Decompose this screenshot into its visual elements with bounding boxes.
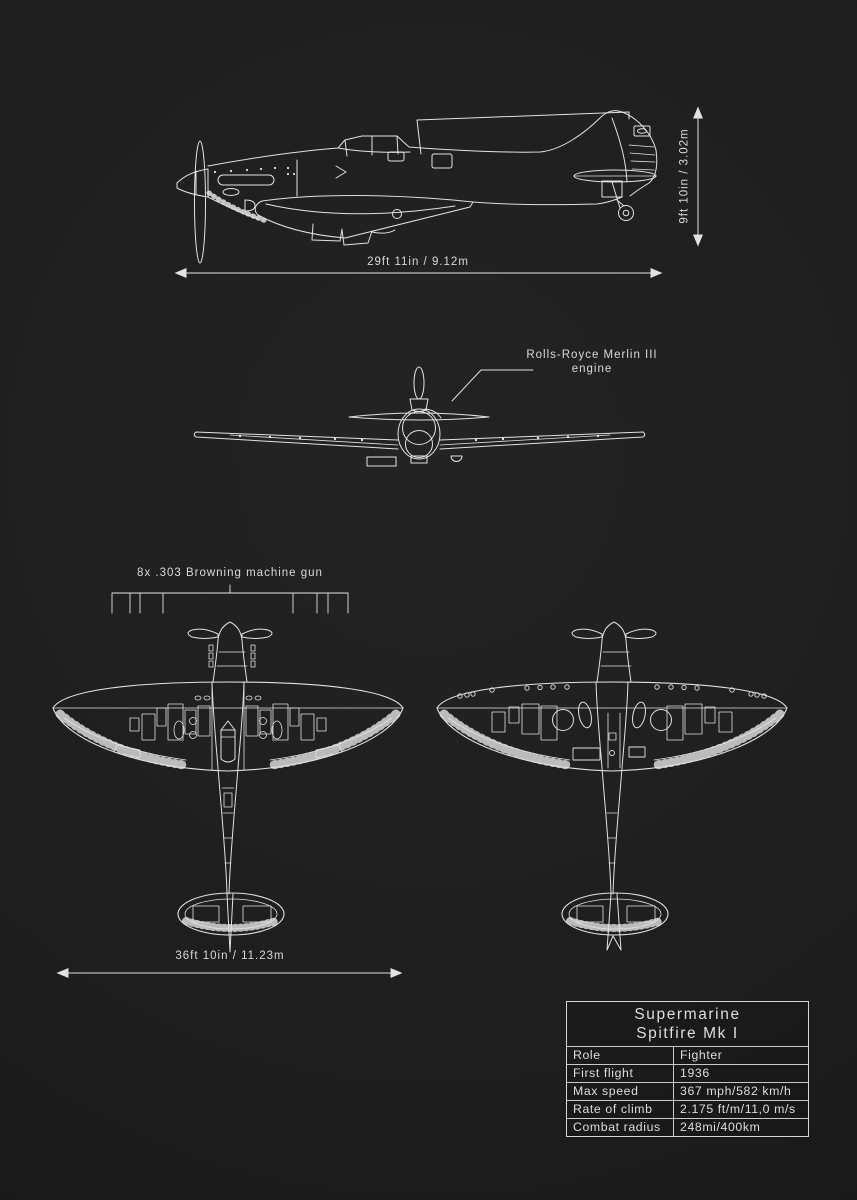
spec-label: Combat radius [573, 1119, 661, 1134]
engine-annotation-line1: Rolls-Royce Merlin III [526, 349, 658, 361]
front-view-drawing [193, 366, 646, 467]
gun-bracket [111, 584, 349, 614]
spec-table: Supermarine Spitfire Mk I Role Fighter F… [566, 1001, 809, 1137]
height-dimension-label: 9ft 10in / 3.02m [678, 128, 691, 224]
spec-row-rate-of-climb: Rate of climb 2.175 ft/m/11,0 m/s [567, 1100, 808, 1118]
guns-annotation: 8x .303 Browning machine gun [137, 567, 323, 579]
spec-table-title: Supermarine Spitfire Mk I [567, 1002, 808, 1046]
spec-value: 367 mph/582 km/h [673, 1083, 808, 1100]
spec-row-role: Role Fighter [567, 1046, 808, 1064]
top-view-underside-drawing [436, 621, 788, 951]
spec-table-title-line2: Spitfire Mk I [636, 1024, 739, 1042]
spec-label: Max speed [573, 1083, 639, 1098]
spec-value: 248mi/400km [673, 1119, 808, 1136]
side-view-drawing [176, 110, 658, 264]
spec-label: Rate of climb [573, 1101, 653, 1116]
spec-label: Role [573, 1047, 601, 1062]
spec-table-title-line1: Supermarine [634, 1006, 741, 1023]
spec-value: 2.175 ft/m/11,0 m/s [673, 1101, 808, 1118]
engine-annotation: Rolls-Royce Merlin III engine [526, 349, 657, 376]
spec-row-combat-radius: Combat radius 248mi/400km [567, 1118, 808, 1136]
top-view-upper-drawing [52, 621, 404, 953]
rivet-dots [213, 166, 296, 176]
engine-leader-line [451, 369, 534, 402]
wingspan-dimension-label: 36ft 10in / 11.23m [175, 950, 285, 962]
engine-annotation-line2: engine [571, 362, 613, 375]
spec-row-first-flight: First flight 1936 [567, 1064, 808, 1082]
spec-label: First flight [573, 1065, 634, 1080]
length-dimension-label: 29ft 11in / 9.12m [367, 256, 469, 268]
spec-value: 1936 [673, 1065, 808, 1082]
spec-row-max-speed: Max speed 367 mph/582 km/h [567, 1082, 808, 1100]
spec-value: Fighter [673, 1047, 808, 1064]
